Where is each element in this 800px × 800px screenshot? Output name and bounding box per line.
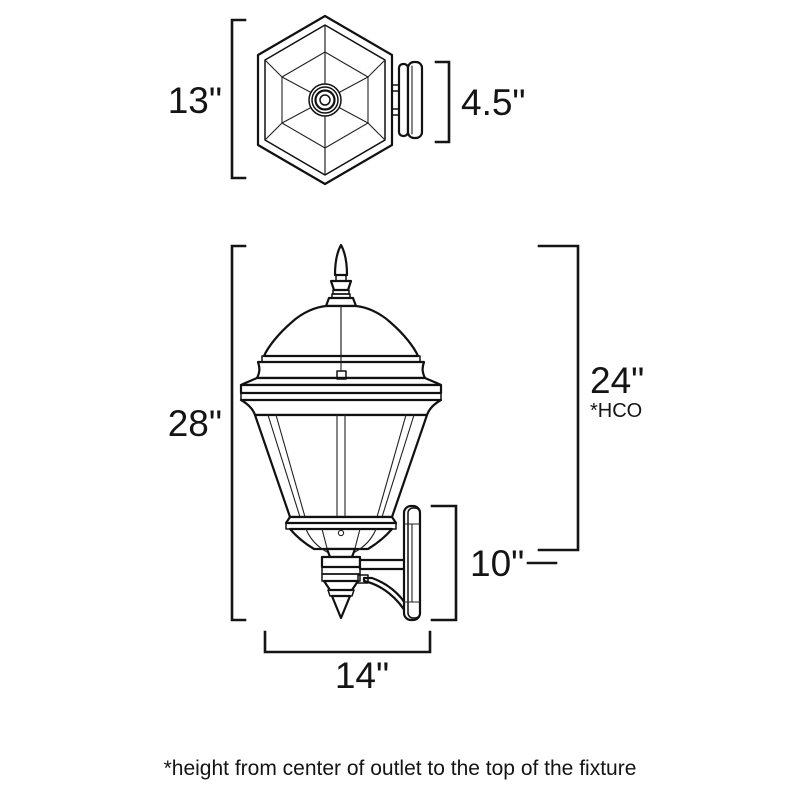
dimension-label-28in: 28" [168,403,222,444]
wall-plate [402,504,422,622]
dimension-label-4-5in: 4.5" [461,82,526,123]
top-view-group: 13" 4.5" [168,14,526,186]
dimension-top-view-depth: 4.5" [434,60,526,144]
glass-body [253,413,429,519]
dimension-side-view-height: 28" [168,244,247,622]
dimension-label-10in: 10" [470,543,524,584]
finial [324,243,358,308]
dimension-label-13in: 13" [168,80,222,121]
dimension-wall-plate-height: 10" [430,504,558,622]
side-view-group: 28" 24" *HCO 10" 14" [168,243,644,696]
bottom-trim [284,515,398,553]
crown-trim [239,305,443,417]
dimension-side-view-hco: 24" *HCO [537,244,644,552]
dimension-top-view-height: 13" [168,18,247,180]
footnote-text: *height from center of outlet to the top… [164,757,637,780]
center-hub [308,83,342,117]
dimension-label-hco-note: *HCO [590,400,642,422]
wall-arm [357,558,414,618]
dimension-label-24in: 24" [590,360,644,401]
dimension-label-14in: 14" [335,655,389,696]
bottom-finial [320,547,362,620]
dimension-side-view-width: 14" [263,630,432,696]
top-view-wall-plate [391,60,424,140]
